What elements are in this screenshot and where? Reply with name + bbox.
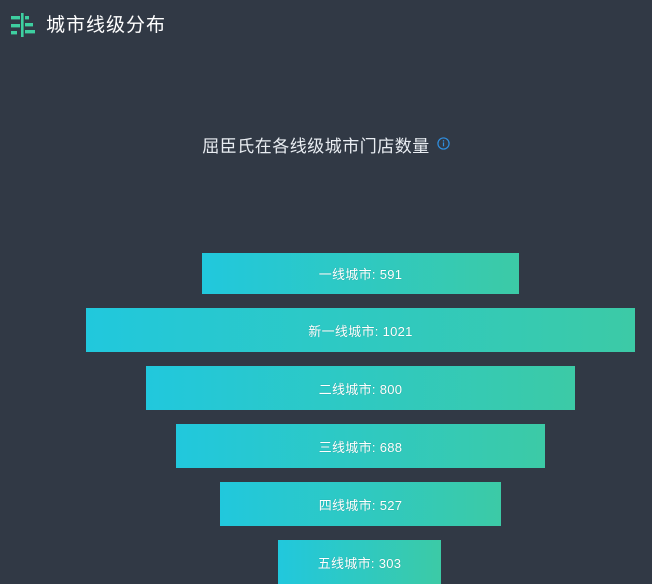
funnel-bar-tier3[interactable]: 三线城市: 688	[176, 424, 545, 468]
funnel-bar-label: 五线城市: 303	[317, 555, 402, 571]
app-header: 城市线级分布	[0, 0, 652, 50]
chart-title: 屈臣氏在各线级城市门店数量	[202, 137, 430, 156]
funnel-bar-label: 三线城市: 688	[318, 439, 403, 455]
chart-panel: 屈臣氏在各线级城市门店数量 一线城市: 591 新一线城市: 1021 二线城市…	[0, 50, 652, 584]
funnel-bar-tier5[interactable]: 五线城市: 303	[278, 540, 441, 584]
funnel-bar-label: 新一线城市: 1021	[308, 323, 413, 339]
hierarchy-chart-icon	[11, 13, 35, 37]
info-circle-icon[interactable]	[437, 137, 450, 150]
funnel-bar-tier2[interactable]: 二线城市: 800	[146, 366, 575, 410]
funnel-bar-label: 一线城市: 591	[318, 267, 403, 282]
chart-title-row: 屈臣氏在各线级城市门店数量	[0, 136, 652, 158]
funnel-bar-tier1[interactable]: 一线城市: 591	[202, 253, 519, 294]
funnel-bar-label: 二线城市: 800	[318, 381, 403, 397]
page-title: 城市线级分布	[46, 14, 167, 36]
funnel-bar-new-tier1[interactable]: 新一线城市: 1021	[86, 308, 635, 352]
funnel-bar-label: 四线城市: 527	[318, 497, 403, 513]
funnel-bar-tier4[interactable]: 四线城市: 527	[220, 482, 501, 526]
funnel-chart: 一线城市: 591 新一线城市: 1021 二线城市: 800 三线城市: 68…	[0, 50, 652, 584]
